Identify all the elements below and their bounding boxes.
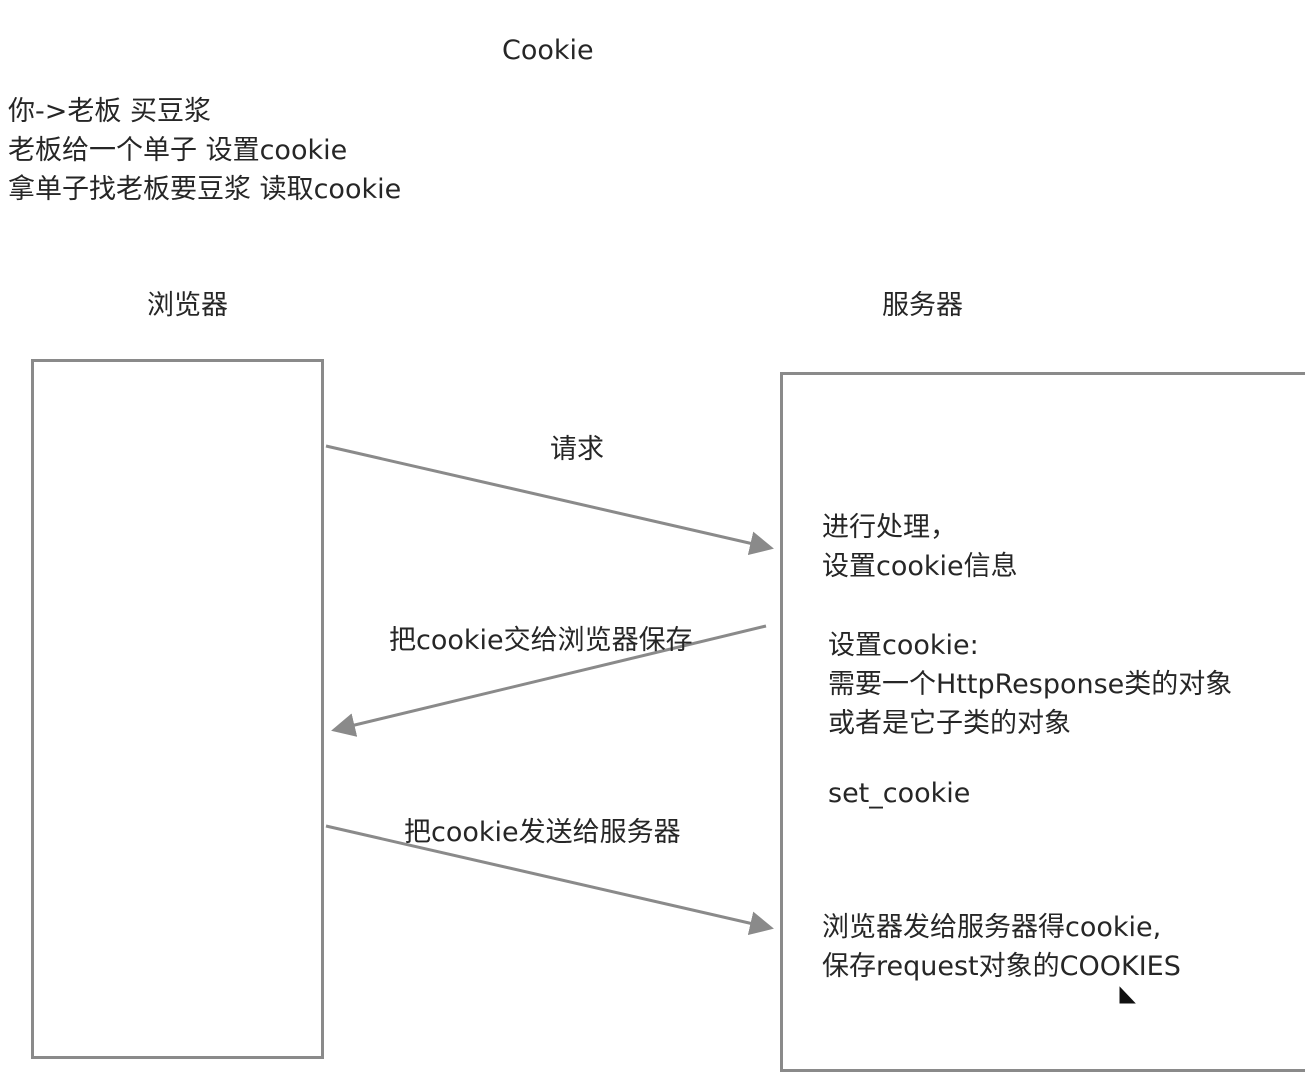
- note-line: 浏览器发给服务器得cookie,: [822, 912, 1162, 943]
- set-cookie-function: set_cookie: [828, 778, 971, 809]
- store-cookie-label: 把cookie交给浏览器保存: [389, 625, 693, 656]
- process-note: 进行处理， 设置cookie信息: [822, 508, 1018, 586]
- intro-line: 拿单子找老板要豆浆 读取cookie: [8, 174, 402, 205]
- browser-box: [31, 359, 324, 1059]
- note-line: 设置cookie:: [828, 630, 979, 661]
- mouse-cursor-icon: [1118, 985, 1138, 1004]
- note-line: 保存request对象的COOKIES: [822, 951, 1181, 982]
- note-line: 或者是它子类的对象: [828, 708, 1071, 739]
- diagram-title: Cookie: [502, 35, 594, 66]
- note-line: 需要一个HttpResponse类的对象: [828, 669, 1233, 700]
- browser-label: 浏览器: [147, 290, 228, 321]
- intro-line: 你->老板 买豆浆: [8, 96, 211, 127]
- send-cookie-label: 把cookie发送给服务器: [404, 817, 681, 848]
- receive-cookie-note: 浏览器发给服务器得cookie, 保存request对象的COOKIES: [822, 908, 1181, 986]
- set-cookie-note: 设置cookie: 需要一个HttpResponse类的对象 或者是它子类的对象: [828, 626, 1232, 743]
- request-label: 请求: [550, 434, 604, 465]
- intro-text: 你->老板 买豆浆 老板给一个单子 设置cookie 拿单子找老板要豆浆 读取c…: [8, 92, 401, 209]
- server-label: 服务器: [882, 290, 963, 321]
- note-line: 进行处理，: [822, 512, 957, 543]
- note-line: 设置cookie信息: [822, 551, 1018, 582]
- request-arrow: [325, 444, 774, 556]
- intro-line: 老板给一个单子 设置cookie: [8, 135, 348, 166]
